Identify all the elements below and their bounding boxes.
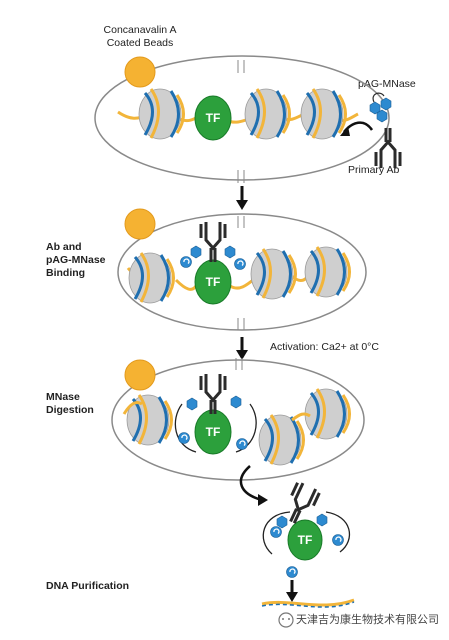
panel-initial-chromatin: TF [94, 55, 402, 183]
arrow-down-icon [236, 186, 248, 210]
binding-step-line3: Binding [46, 267, 86, 279]
cleaved-dna-loop [174, 403, 257, 453]
nucleosome-icon [127, 251, 175, 305]
nucleosome-icon [137, 87, 185, 141]
transcription-factor [194, 95, 232, 141]
digestion-step-line2: Digestion [46, 404, 94, 416]
arrow-head-icon [340, 126, 350, 136]
arrow-down-icon [286, 580, 298, 602]
transcription-factor [194, 409, 232, 455]
primary-ab-label: Primary Ab [348, 164, 400, 176]
activation-label: Activation: Ca2+ at 0°C [270, 341, 379, 353]
cell-membrane [111, 359, 365, 481]
tf-label: TF [206, 425, 221, 439]
membrane-break-top [237, 60, 245, 73]
bead-icon [124, 208, 156, 240]
transcription-factor [194, 259, 232, 305]
cell-membrane [94, 55, 390, 181]
nucleosome-icon [303, 387, 351, 441]
nucleosome-icon [257, 413, 305, 467]
beads-label: Concanavalin A Coated Beads [80, 24, 200, 50]
tf-label: TF [206, 275, 221, 289]
bead-icon [124, 359, 156, 391]
nucleosome-icon [249, 247, 297, 301]
watermark-text: 天津吉为康生物技术有限公司 [296, 614, 439, 626]
antibody-icon [199, 220, 227, 264]
nucleosome-icon [243, 87, 291, 141]
antibody-icon [374, 126, 402, 170]
binding-step-line1: Ab and [46, 241, 82, 253]
nucleosome-icon [299, 87, 347, 141]
dna-strand [117, 110, 359, 124]
released-complex: TF [262, 479, 350, 579]
purified-dna-fragment [261, 598, 355, 608]
beads-label-line2: Coated Beads [106, 37, 174, 49]
purification-step-label: DNA Purification [46, 580, 130, 592]
tf-label: TF [206, 111, 221, 125]
transcription-factor [287, 519, 323, 561]
membrane-break-bottom [237, 170, 245, 183]
nucleosome-icon [303, 245, 351, 299]
digestion-step-label: MNase Digestion [46, 391, 94, 417]
antibody-icon [199, 372, 227, 416]
arrow-down-icon [236, 337, 248, 360]
mnase-icon [369, 92, 392, 123]
panel-antibody-binding: TF [117, 208, 367, 331]
binding-step-label: Ab and pAG-MNase Binding [46, 241, 106, 280]
pag-mnase-label: pAG-MNase [358, 78, 416, 90]
panel-mnase-digestion: TF [111, 358, 365, 506]
wechat-icon [278, 612, 294, 628]
bead-icon [124, 56, 156, 88]
released-dna-loop [262, 511, 350, 555]
beads-label-line1: Concanavalin A [103, 24, 177, 36]
digestion-step-line1: MNase [46, 391, 80, 403]
binding-step-line2: pAG-MNase [46, 254, 106, 266]
tf-label: TF [298, 533, 313, 547]
release-arrow-icon [239, 465, 263, 502]
cell-membrane [117, 213, 367, 331]
